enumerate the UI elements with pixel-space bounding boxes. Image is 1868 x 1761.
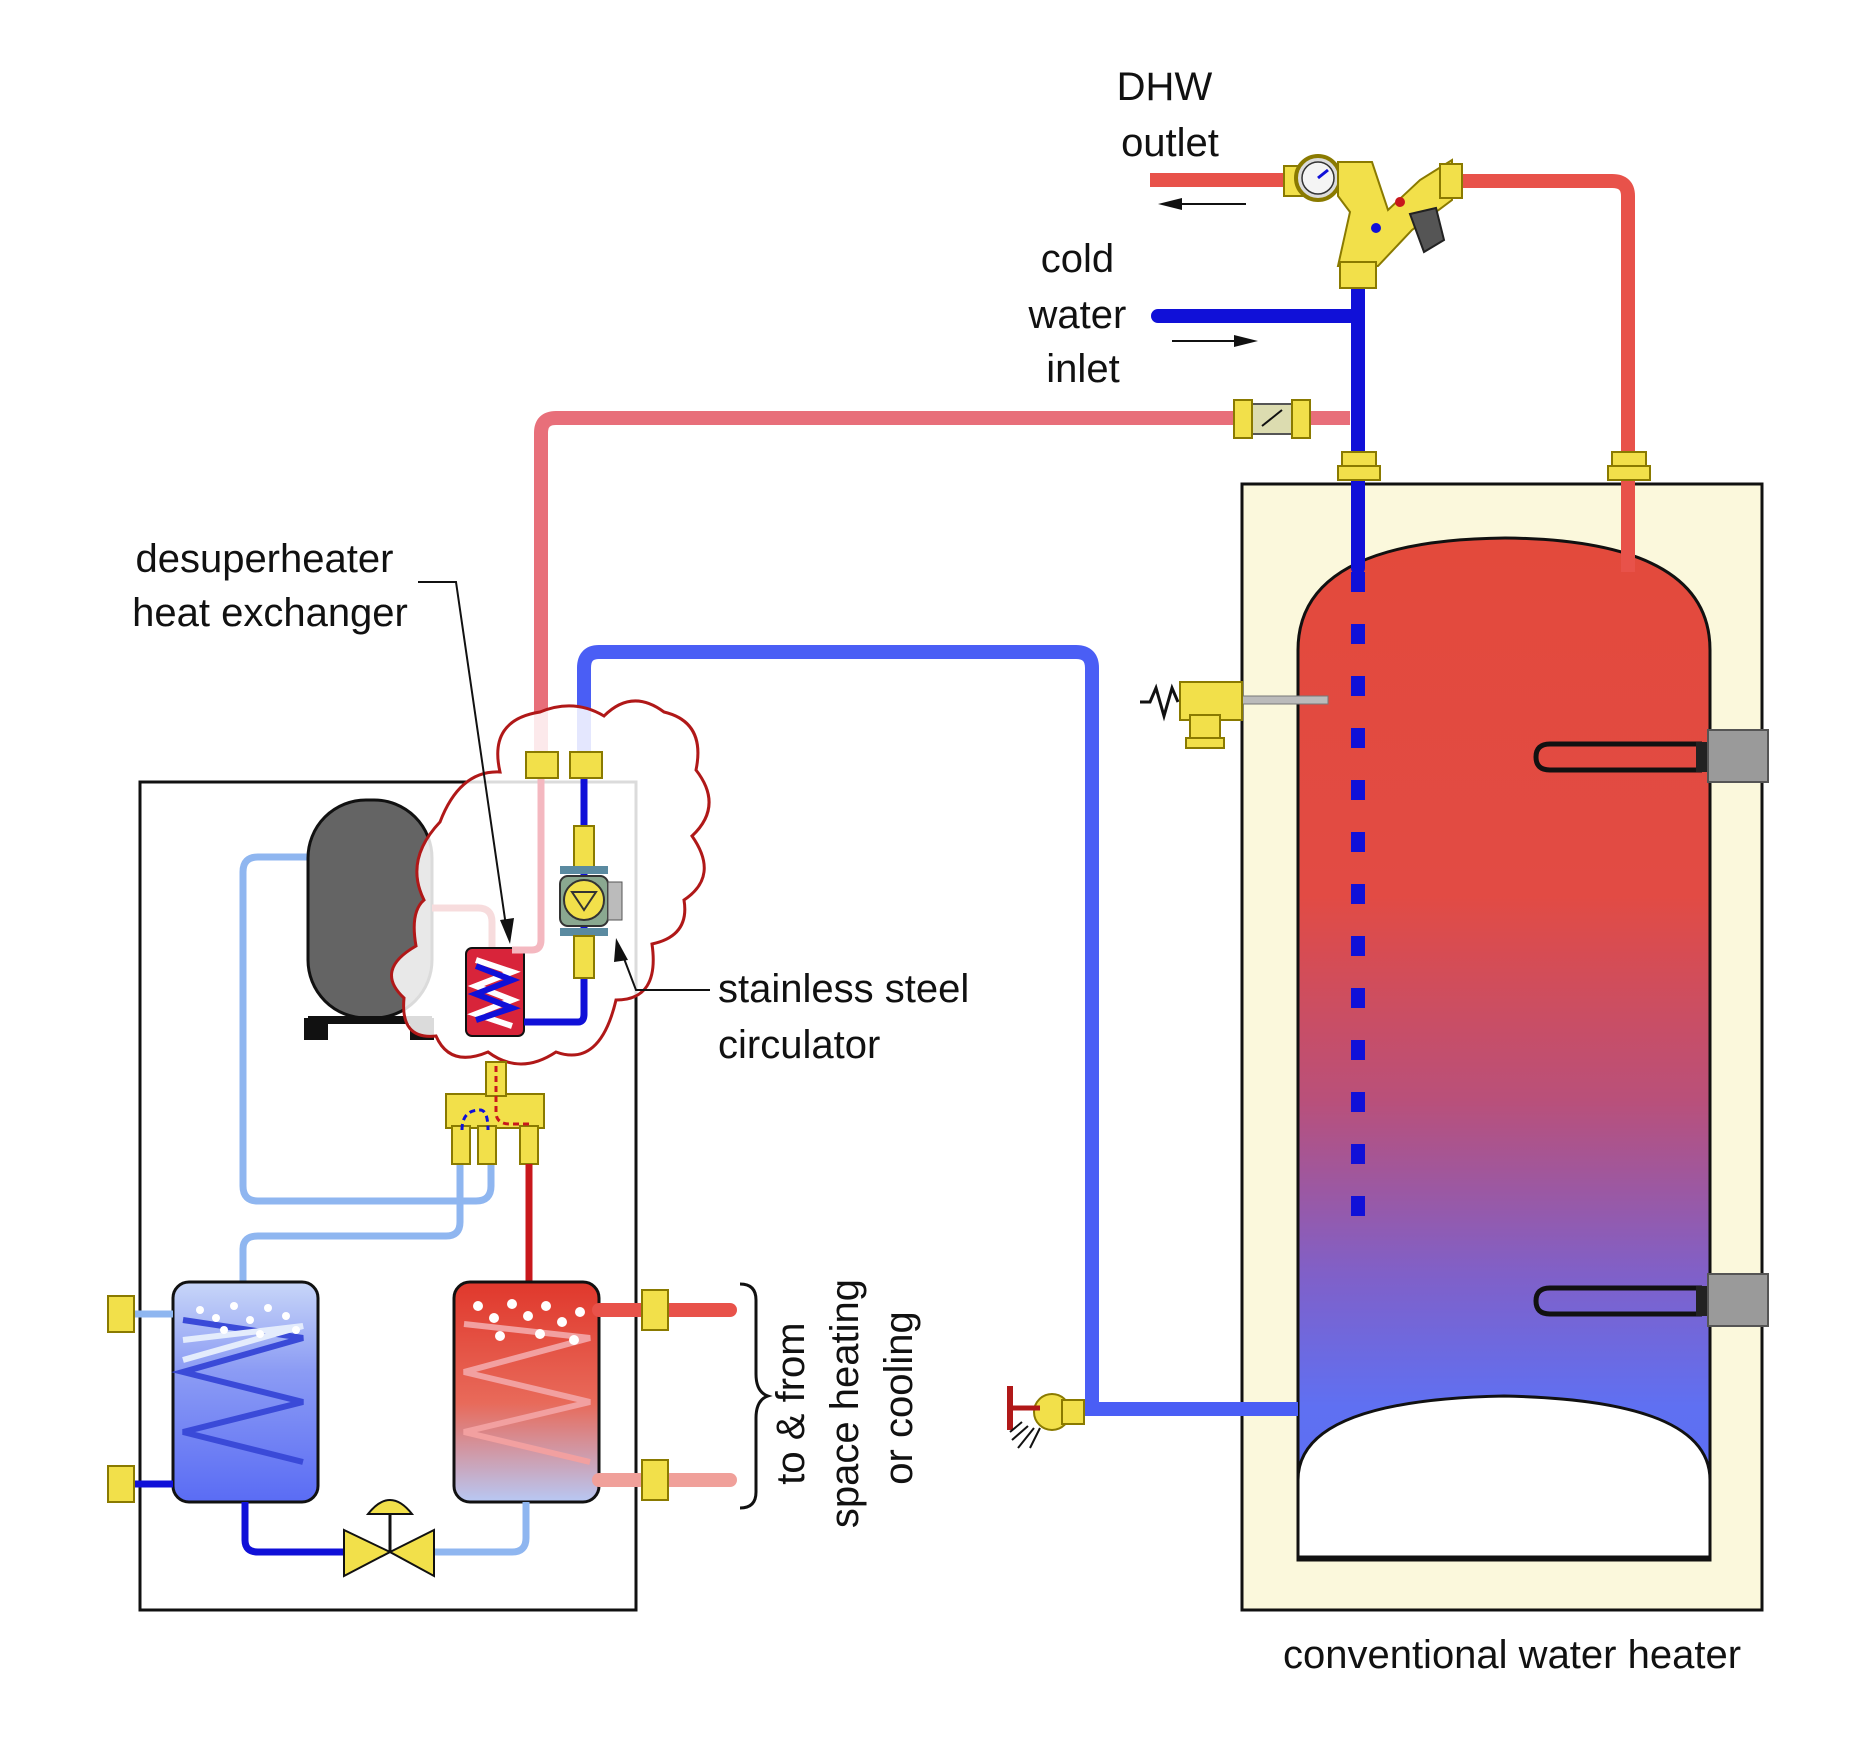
tank-hot-outlet-pipe [1452,174,1635,572]
upper-heating-element [1533,729,1769,783]
condenser-tank [452,1280,601,1504]
evaporator-fittings [107,1295,173,1503]
evaporator-line [239,1146,464,1282]
drain-valve [1007,1386,1298,1449]
expansion-valve [343,1499,435,1578]
desuperheater-leader [418,581,514,944]
evaporator-bottom-line [241,1502,348,1556]
hx-hot-riser [512,770,545,954]
condenser-bottom-line [430,1502,530,1556]
tank-fitting-cold [1337,451,1381,481]
cold-flow-arrow [1172,335,1258,347]
reversing-valve [445,1061,545,1165]
circulator-label-line1: stainless steel [718,967,969,1011]
thermostatic-mixing-valve [1283,154,1463,289]
lower-heating-element [1533,1273,1769,1327]
tank-thermostat [1140,681,1329,749]
tank-fitting-hot [1607,451,1651,481]
desuperheater-return-pipe [577,645,1099,1408]
desuperheater-label: desuperheater heat exchanger [132,537,408,635]
cold-water-inlet-pipe [1151,263,1365,575]
water-heater [1007,482,1769,1612]
desuperheater-label-line2: heat exchanger [132,591,408,635]
dhw-outlet-label-line2: outlet [1121,121,1219,165]
dhw-outlet-label-line1: DHW [1117,65,1213,109]
space-heating-label-line2: space heating [823,1279,867,1528]
space-heating-brace [739,1282,773,1510]
hx-cold-line [524,770,588,1026]
stainless-steel-circulator [559,825,623,979]
dhw-flow-arrow [1158,198,1246,210]
desuperheater-label-line1: desuperheater [135,537,393,581]
space-heating-fittings [592,1289,737,1501]
suction-line [239,853,495,1205]
cold-water-inlet-label: cold water inlet [1028,237,1138,391]
cold-water-label-line3: inlet [1046,347,1119,391]
cold-water-label-line1: cold [1041,237,1114,281]
dhw-outlet-label: DHW outlet [1117,65,1224,165]
space-heating-label-line1: to & from [769,1322,813,1484]
desuperheater-supply-pipe [534,411,1350,770]
space-heating-label-line3: or cooling [877,1311,921,1484]
circulator-label-line2: circulator [718,1023,880,1067]
space-heating-label: to & from space heating or cooling [769,1268,921,1528]
desuperheater-heat-exchanger [465,947,525,1037]
cold-water-label-line2: water [1028,293,1127,337]
hx-fittings [525,751,603,779]
evaporator-tank [171,1280,320,1504]
circulator-label: stainless steel circulator [718,967,980,1067]
water-heater-label: conventional water heater [1283,1633,1741,1677]
water-heater-bottom-dome [1296,1394,1712,1559]
water-heater-tank [1296,536,1712,1562]
circulator-leader [614,938,710,991]
check-valve [1233,399,1311,439]
